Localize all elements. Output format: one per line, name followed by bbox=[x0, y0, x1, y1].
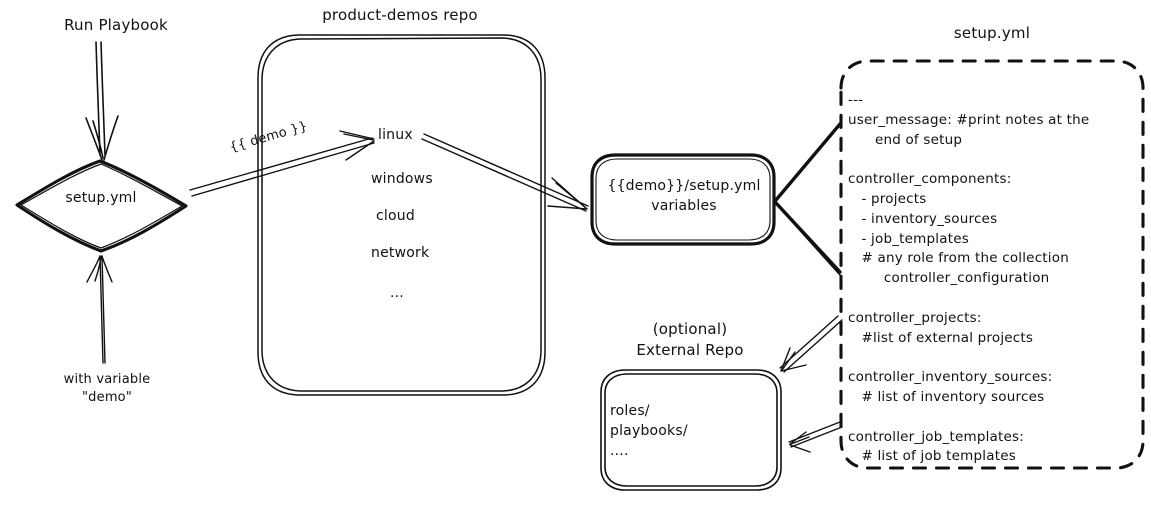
external-repo-item-ellipsis: .... bbox=[610, 443, 629, 459]
node-setup-diamond-inner bbox=[20, 163, 183, 249]
node-repo-box bbox=[257, 34, 546, 396]
arrow-run-playbook bbox=[85, 41, 119, 161]
node-variables-box-inner bbox=[595, 158, 771, 241]
arrow-linux-to-variables bbox=[421, 133, 589, 212]
setup-yml-line: - inventory_sources bbox=[848, 210, 998, 227]
external-repo-item-roles: roles/ bbox=[610, 403, 650, 419]
setup-yml-line: user_message: #print notes at the bbox=[848, 111, 1090, 128]
arrow-projects-to-external-repo bbox=[779, 315, 843, 373]
connector-variables-to-setup-bottom2 bbox=[777, 205, 841, 276]
with-variable-label-line1: with variable bbox=[63, 372, 151, 387]
repo-item-linux: linux bbox=[378, 127, 413, 143]
setup-yml-panel-title: setup.yml bbox=[953, 24, 1031, 42]
node-external-repo-box bbox=[600, 369, 782, 491]
setup-diamond-label: setup.yml bbox=[65, 190, 137, 206]
setup-yml-line: controller_job_templates: bbox=[848, 428, 1025, 445]
setup-yml-line: controller_components: bbox=[848, 171, 1012, 188]
repo-item-network: network bbox=[371, 245, 430, 261]
node-variables-box bbox=[590, 153, 776, 246]
external-repo-label-line1: (optional) bbox=[652, 320, 728, 338]
setup-yml-line: # list of job templates bbox=[848, 448, 1016, 465]
arrow-job-templates-to-external-repo bbox=[788, 421, 843, 453]
node-setup-yml-panel bbox=[839, 59, 1145, 470]
variables-box-line1: {{demo}}/setup.yml bbox=[607, 178, 761, 194]
node-setup-diamond bbox=[15, 159, 188, 253]
external-repo-label-line2: External Repo bbox=[636, 341, 744, 359]
repo-item-cloud: cloud bbox=[376, 208, 415, 224]
external-repo-item-playbooks: playbooks/ bbox=[610, 423, 688, 439]
setup-yml-line: #list of external projects bbox=[848, 329, 1034, 346]
setup-yml-line: controller_inventory_sources: bbox=[848, 369, 1053, 386]
setup-yml-line: end of setup bbox=[848, 131, 963, 148]
connector-variables-to-setup-top bbox=[774, 122, 842, 202]
with-variable-label-line2: "demo" bbox=[81, 390, 133, 405]
run-playbook-label: Run Playbook bbox=[64, 16, 168, 34]
setup-yml-line: # any role from the collection bbox=[848, 250, 1069, 267]
setup-yml-line: --- bbox=[848, 92, 864, 108]
repo-item-ellipsis: ... bbox=[390, 285, 404, 301]
setup-yml-line: # list of inventory sources bbox=[848, 389, 1045, 405]
setup-yml-line: - job_templates bbox=[848, 230, 969, 247]
arrow-with-variable bbox=[86, 255, 113, 364]
variables-box-line2: variables bbox=[651, 198, 717, 214]
setup-yml-line: controller_projects: bbox=[848, 309, 982, 326]
setup-yml-line: controller_configuration bbox=[848, 270, 1050, 287]
arrow-demo-to-linux bbox=[189, 130, 375, 197]
repo-item-windows: windows bbox=[371, 171, 433, 187]
repo-title-label: product-demos repo bbox=[322, 6, 478, 24]
setup-yml-line: - projects bbox=[848, 191, 927, 207]
